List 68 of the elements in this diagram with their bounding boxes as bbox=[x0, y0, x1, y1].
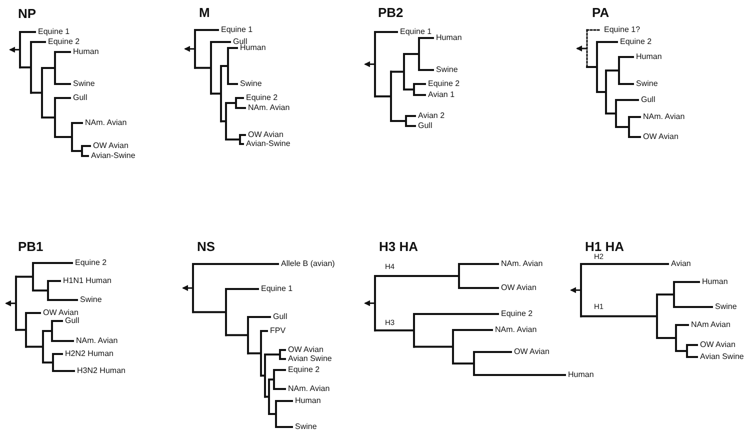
taxon-label: Equine 1 bbox=[221, 26, 253, 34]
taxon-label: H3N2 Human bbox=[77, 367, 126, 375]
taxon-label: Avian Swine bbox=[700, 353, 744, 361]
taxon-label: Equine 1 bbox=[400, 28, 432, 36]
tree-title: NS bbox=[197, 240, 216, 253]
taxon-label: Equine 2 bbox=[48, 38, 80, 46]
tree-title: PB1 bbox=[18, 240, 44, 253]
taxon-label: Equine 1 bbox=[261, 285, 293, 293]
taxon-label: NAm. Avian bbox=[76, 337, 118, 345]
taxon-label: Human bbox=[436, 34, 462, 42]
taxon-label: Human bbox=[73, 48, 99, 56]
taxon-label: Human bbox=[295, 397, 321, 405]
taxon-label: Swine bbox=[73, 80, 95, 88]
taxon-label: Swine bbox=[436, 66, 458, 74]
taxon-label: NAm Avian bbox=[691, 321, 730, 329]
taxon-label: NAm. Avian bbox=[495, 326, 537, 334]
tree-title: PB2 bbox=[378, 6, 404, 19]
taxon-label: Avian Swine bbox=[288, 355, 332, 363]
taxon-label: OW Avian bbox=[514, 348, 550, 356]
tree-title: H3 HA bbox=[379, 240, 418, 253]
taxon-label: H2N2 Human bbox=[65, 350, 114, 358]
taxon-label: Swine bbox=[80, 296, 102, 304]
taxon-label: Avian 1 bbox=[428, 91, 455, 99]
taxon-label: Human bbox=[240, 44, 266, 52]
taxon-label: Equine 2 bbox=[75, 259, 107, 267]
taxon-label: Gull bbox=[73, 94, 88, 102]
taxon-label: Equine 2 bbox=[620, 38, 652, 46]
taxon-label: Human bbox=[636, 53, 662, 61]
taxon-label: Equine 2 bbox=[428, 80, 460, 88]
taxon-label: NAm. Avian bbox=[643, 113, 685, 121]
taxon-label: Gull bbox=[233, 38, 248, 46]
taxon-label: OW Avian bbox=[643, 133, 678, 141]
taxon-label: NAm. Avian bbox=[248, 104, 290, 112]
tree-title: PA bbox=[592, 6, 610, 19]
taxon-label: NAm. Avian bbox=[85, 119, 127, 127]
taxon-label: Gull bbox=[641, 96, 656, 104]
taxon-label: Swine bbox=[295, 423, 317, 431]
taxon-label: Equine 1 bbox=[38, 28, 70, 36]
taxon-label: OW Avian bbox=[248, 131, 284, 139]
taxon-label: Swine bbox=[715, 303, 737, 311]
taxon-label: Equine 2 bbox=[288, 366, 320, 374]
taxon-label: Swine bbox=[636, 80, 658, 88]
tree-title: H1 HA bbox=[585, 240, 624, 253]
tree-title: M bbox=[199, 6, 210, 19]
taxon-label: Human bbox=[568, 371, 594, 379]
taxon-label: OW Avian bbox=[288, 346, 324, 354]
taxon-label: H1N1 Human bbox=[63, 277, 112, 285]
taxon-label: Equine 1? bbox=[604, 26, 640, 34]
taxon-label: Gull bbox=[273, 313, 288, 321]
taxon-label: NAm. Avian bbox=[288, 385, 330, 393]
taxon-label: Avian bbox=[671, 260, 691, 268]
taxon-label: OW Avian bbox=[700, 341, 736, 349]
taxon-label: OW Avian bbox=[43, 309, 78, 317]
taxon-label: Equine 2 bbox=[246, 94, 278, 102]
taxon-label: FPV bbox=[270, 327, 286, 335]
taxon-label: Gull bbox=[418, 122, 432, 130]
taxon-label: Avian-Swine bbox=[91, 152, 136, 160]
taxon-label: Gull bbox=[65, 317, 80, 325]
taxon-label: Human bbox=[702, 278, 728, 286]
taxon-label: Avian-Swine bbox=[246, 140, 290, 148]
tree-title: NP bbox=[18, 7, 36, 20]
taxon-label: Swine bbox=[240, 80, 262, 88]
taxon-label: Equine 2 bbox=[501, 310, 533, 318]
taxon-label: NAm. Avian bbox=[501, 260, 543, 268]
taxon-label: Avian 2 bbox=[418, 112, 445, 120]
taxon-label: Allele B (avian) bbox=[281, 260, 335, 268]
taxon-label: OW Avian bbox=[93, 142, 128, 150]
taxon-label: OW Avian bbox=[501, 284, 536, 292]
